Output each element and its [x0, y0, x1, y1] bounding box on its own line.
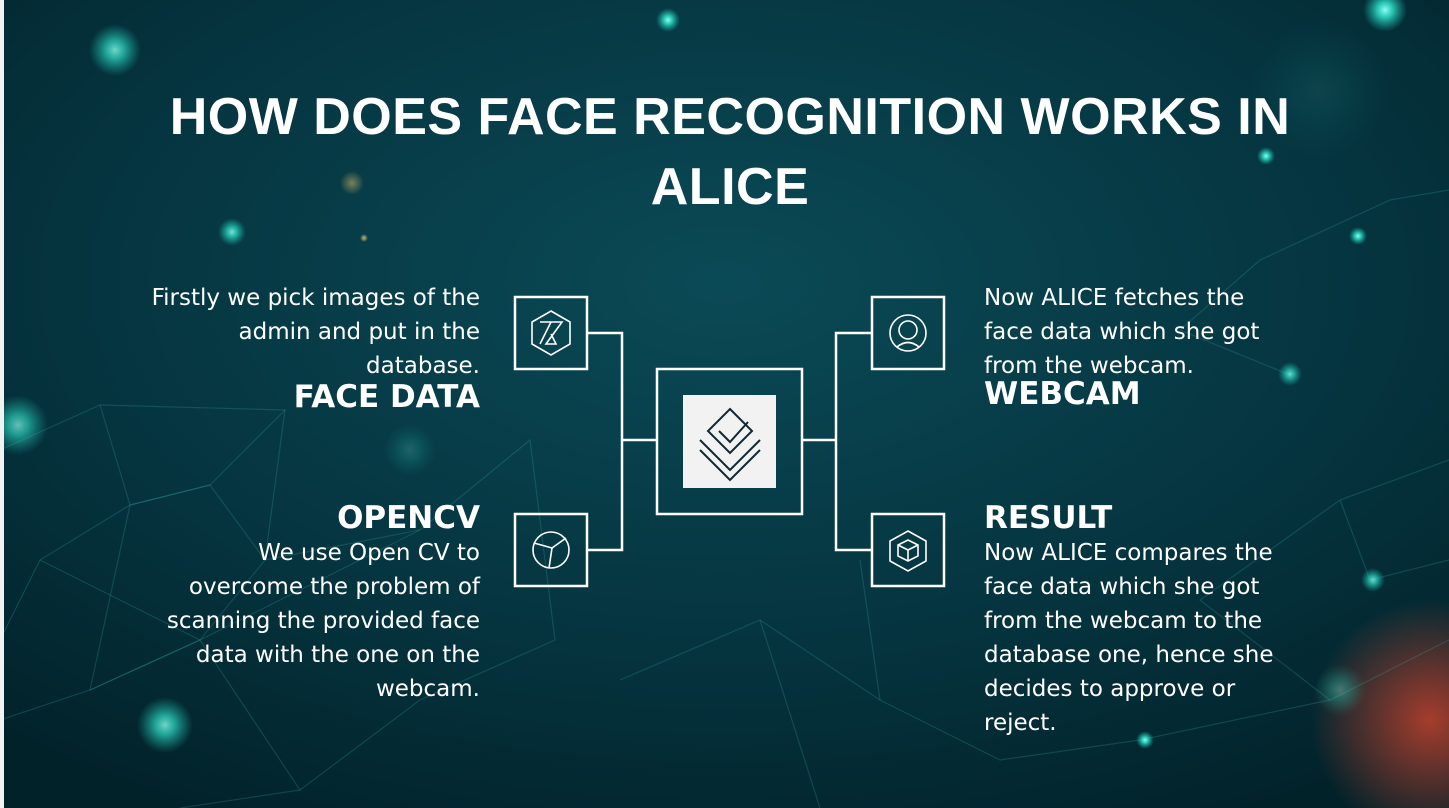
hourglass-hexagon-icon: [531, 310, 571, 356]
face-data-node: [513, 295, 589, 371]
face-data-heading: FACE DATA: [293, 379, 480, 415]
opencv-node: [513, 512, 589, 588]
webcam-node: [870, 295, 946, 371]
webcam-heading: WEBCAM: [984, 376, 1141, 412]
aperture-icon: [532, 531, 570, 569]
layered-diamonds-icon: [699, 407, 761, 482]
webcam-description: Now ALICE fetches the face data which sh…: [984, 285, 1260, 379]
result-description: Now ALICE compares the face data which s…: [984, 540, 1274, 736]
result-heading: RESULT: [984, 500, 1113, 536]
slide-left-edge: [0, 0, 4, 808]
result-node: [870, 512, 946, 588]
opencv-heading: OPENCV: [337, 500, 480, 536]
face-data-description: Firstly we pick images of the admin and …: [151, 285, 480, 379]
opencv-description: We use Open CV to overcome the problem o…: [166, 540, 480, 702]
center-node: [655, 367, 804, 516]
connector-lines: [587, 331, 872, 552]
cube-hexagon-icon: [889, 530, 927, 572]
slide-title: HOW DOES FACE RECOGNITION WORKS IN ALICE: [169, 88, 1291, 216]
person-circle-icon: [889, 314, 927, 352]
